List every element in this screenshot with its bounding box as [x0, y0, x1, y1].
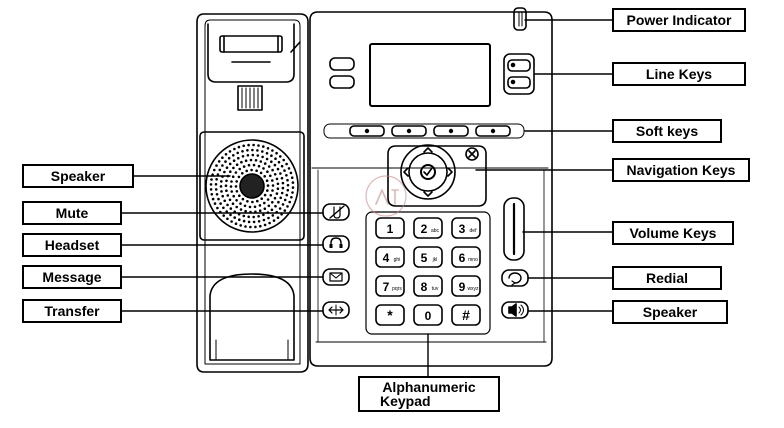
keypad-letters: jkl	[432, 257, 438, 263]
keypad-digit: #	[462, 307, 470, 323]
keypad-key[interactable]: 5 jkl	[413, 246, 443, 268]
keypad-digit: 4	[383, 251, 390, 265]
keypad-letters: abc	[431, 228, 440, 234]
speaker-grille	[199, 131, 305, 241]
speaker-key[interactable]	[501, 301, 529, 319]
callout-headset: Headset	[22, 233, 122, 257]
volume-keys[interactable]	[503, 197, 525, 261]
phone-body	[309, 11, 553, 367]
keypad-label-line1: Alphanumeric	[382, 379, 476, 395]
keypad-letters: ghi	[394, 257, 401, 263]
navigation-keys[interactable]	[387, 144, 487, 207]
callout-redial: Redial	[612, 266, 722, 290]
envelope-icon	[329, 272, 343, 282]
transfer-key[interactable]	[322, 301, 350, 319]
handset-rest	[209, 273, 295, 361]
callout-message: Message	[22, 265, 122, 289]
lcd-screen	[369, 43, 491, 107]
keypad-key[interactable]: *	[375, 304, 405, 326]
keypad-key[interactable]: 8 tuv	[413, 275, 443, 297]
leader-lines	[121, 19, 613, 377]
callout-transfer: Transfer	[22, 299, 122, 323]
keypad-label-line2: Keypad	[380, 393, 431, 409]
keypad-digit: 1	[387, 222, 394, 236]
speaker-icon	[508, 303, 524, 317]
power-indicator	[513, 7, 527, 31]
headset-icon	[329, 237, 343, 248]
redial-icon	[508, 272, 522, 286]
callout-mute: Mute	[22, 201, 122, 225]
hook-switch[interactable]	[207, 23, 301, 111]
ok-icon[interactable]	[420, 164, 436, 180]
keypad-key[interactable]: #	[451, 304, 481, 326]
keypad-digit: 5	[421, 251, 428, 265]
callout-power-indicator: Power Indicator	[612, 8, 746, 32]
keypad-digit: 6	[459, 251, 466, 265]
handset-body	[196, 13, 309, 373]
cancel-icon[interactable]	[465, 147, 479, 161]
keypad-digit: 3	[459, 222, 466, 236]
headset-key[interactable]	[322, 235, 350, 253]
keypad-letters: def	[470, 228, 478, 234]
keypad-digit: *	[387, 307, 393, 323]
callout-alphanumeric-keypad: Alphanumeric Keypad	[358, 376, 500, 412]
keypad-digit: 7	[383, 280, 390, 294]
keypad-letters: mno	[468, 257, 478, 263]
keypad-key[interactable]: 1	[375, 217, 405, 239]
callout-speaker-right: Speaker	[612, 300, 728, 324]
callout-volume-keys: Volume Keys	[612, 221, 734, 245]
transfer-icon	[328, 304, 344, 316]
callout-navigation-keys: Navigation Keys	[612, 158, 750, 182]
message-key[interactable]	[322, 268, 350, 286]
watermark	[365, 175, 407, 217]
keypad-digit: 2	[421, 222, 428, 236]
keypad-digit: 8	[421, 280, 428, 294]
keypad-letters: wxyz	[467, 286, 479, 292]
microphone-slash-icon	[329, 205, 345, 219]
keypad-letters: pqrs	[392, 286, 402, 292]
mute-key[interactable]	[322, 203, 350, 221]
keypad-key[interactable]: 4 ghi	[375, 246, 405, 268]
keypad-letters: tuv	[432, 286, 439, 292]
callout-soft-keys: Soft keys	[612, 119, 722, 143]
callout-line-keys: Line Keys	[612, 62, 746, 86]
soft-keys[interactable]	[323, 123, 525, 139]
left-line-keys[interactable]	[329, 57, 355, 89]
keypad-digit: 0	[425, 309, 432, 323]
keypad-digit: 9	[459, 280, 466, 294]
keypad-key[interactable]: 0	[413, 304, 443, 326]
keypad-key[interactable]: 3 def	[451, 217, 481, 239]
callout-speaker-left: Speaker	[22, 164, 134, 188]
line-keys[interactable]	[503, 53, 535, 95]
